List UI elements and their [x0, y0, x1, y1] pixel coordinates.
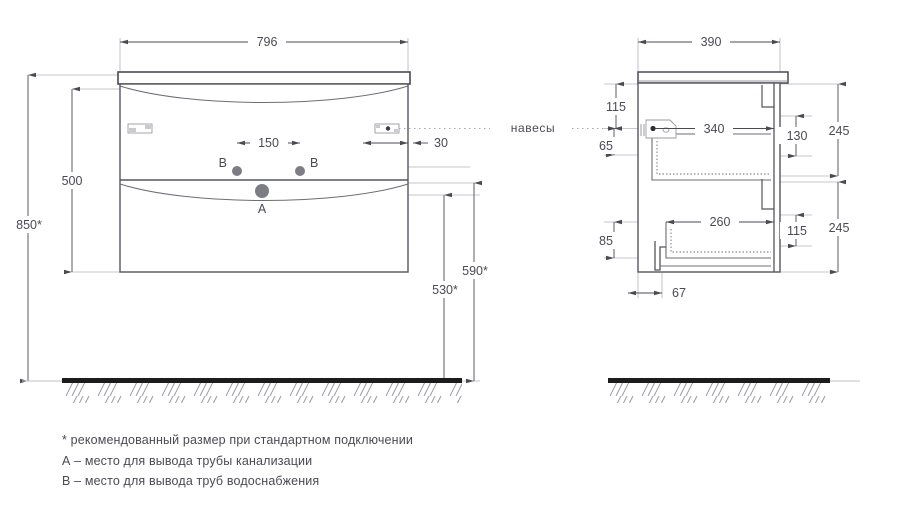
legend: * рекомендованный размер при стандартном…: [62, 430, 582, 492]
marker-water-right: B: [295, 156, 318, 176]
side-section-view: 390: [593, 33, 860, 403]
dim-label-530: 530*: [432, 283, 458, 297]
dimension-115-lower: 115: [780, 212, 813, 249]
hangers-label: навесы: [511, 121, 555, 135]
dimension-340: 340: [655, 120, 774, 137]
dim-label-115-top: 115: [606, 100, 626, 114]
hanger-bracket-side-icon: [640, 119, 677, 139]
upper-drawer-side: [651, 85, 774, 181]
cabinet-body: [119, 83, 409, 273]
dimension-85: 85: [593, 219, 622, 261]
dim-label-67: 67: [672, 286, 686, 300]
dimension-height-530: 530*: [425, 192, 465, 384]
marker-label-b-right: B: [310, 156, 318, 170]
dim-label-65: 65: [599, 139, 613, 153]
dimension-260: 260: [666, 213, 774, 230]
dim-label-390: 390: [701, 35, 722, 49]
marker-label-a: A: [258, 202, 267, 216]
countertop: [117, 71, 411, 85]
marker-water-left: B: [219, 156, 242, 176]
dim-label-796: 796: [257, 35, 278, 49]
dim-label-115-lower: 115: [787, 224, 807, 238]
dim-label-500: 500: [62, 174, 83, 188]
dim-label-85: 85: [599, 234, 613, 248]
countertop-side: [637, 71, 789, 84]
dim-label-30: 30: [434, 136, 448, 150]
dimension-115-top: 115: [600, 81, 632, 131]
dim-label-850: 850*: [16, 218, 42, 232]
dim-label-590: 590*: [462, 264, 488, 278]
hangers-annotation: навесы: [511, 121, 615, 135]
dimension-width-796: 796: [120, 33, 408, 50]
legend-line-2: А – место для вывода трубы канализации: [62, 453, 313, 468]
dim-label-245-upper: 245: [829, 124, 850, 138]
dimension-depth-390: 390: [638, 33, 780, 50]
marker-drain: A: [255, 184, 269, 216]
hanger-bracket-left-icon: [127, 123, 153, 134]
dimension-spacing-150: 150: [237, 134, 300, 151]
dim-label-340: 340: [704, 122, 725, 136]
floor-side: [608, 378, 860, 403]
dimension-height-500: 500: [55, 86, 89, 275]
dimension-offset-30: 30: [363, 136, 448, 150]
dimension-height-590: 590*: [455, 180, 495, 384]
dimension-245-lower: 245: [820, 179, 858, 275]
legend-line-3: В – место для вывода труб водоснабжения: [62, 474, 320, 488]
floor-front: [22, 378, 462, 403]
dim-label-130: 130: [787, 129, 808, 143]
front-elevation-view: 796: [8, 33, 495, 403]
dimension-height-850: 850*: [8, 72, 50, 384]
hanger-bracket-right-icon: [374, 123, 400, 134]
dim-label-245-lower: 245: [829, 221, 850, 235]
dim-label-150: 150: [258, 136, 279, 150]
marker-label-b-left: B: [219, 156, 227, 170]
dim-label-260: 260: [710, 215, 731, 229]
dimension-130: 130: [779, 113, 815, 159]
dimension-65: 65: [593, 126, 622, 158]
legend-line-1: * рекомендованный размер при стандартном…: [62, 433, 413, 447]
dimension-67: 67: [628, 286, 686, 300]
dimension-245-upper: 245: [820, 81, 858, 179]
